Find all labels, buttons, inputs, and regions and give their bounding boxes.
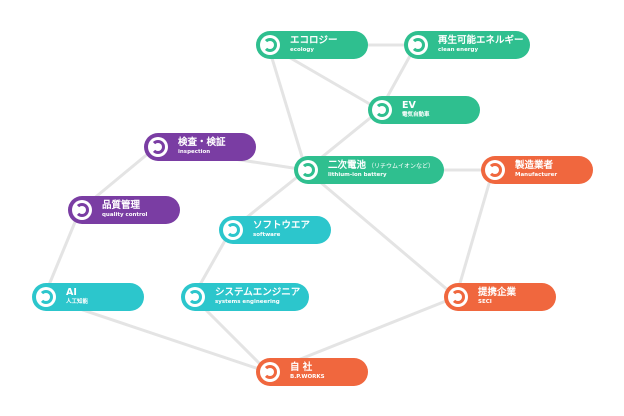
node-label: 提携企業 (478, 287, 517, 298)
ring-icon (36, 287, 56, 307)
node-label: 検査・検証 (178, 137, 226, 148)
node-label: 品質管理 (102, 200, 141, 211)
node-ai: AI 人工知能 (32, 283, 144, 311)
node-battery: 二次電池（リチウムイオンなど） lithium-ion battery (294, 156, 444, 184)
node-sublabel: B.P.WORKS (290, 374, 325, 380)
ring-icon (260, 362, 280, 382)
node-partner-company: 提携企業 SECI (444, 283, 556, 311)
edge-quality-ai (42, 208, 82, 299)
node-manufacturer: 製造業者 Manufacturer (481, 156, 593, 184)
ring-icon (223, 220, 243, 240)
node-sublabel: Manufacturer (515, 172, 558, 178)
node-ev: EV 電気自動車 (368, 96, 480, 124)
node-systems-engineering: システムエンジニア systems engineering (181, 283, 309, 311)
node-label: 製造業者 (515, 160, 554, 171)
ring-icon (260, 35, 280, 55)
node-label: ソフトウエア (253, 220, 311, 231)
node-sublabel: software (253, 232, 281, 238)
node-ecology: エコロジー ecology (256, 31, 368, 59)
node-label: 再生可能エネルギー (438, 35, 524, 46)
ring-icon (408, 35, 428, 55)
node-label: エコロジー (290, 35, 338, 46)
ring-icon (372, 100, 392, 120)
node-sublabel: 電気自動車 (402, 112, 430, 118)
node-sublabel: quality control (102, 212, 148, 218)
node-renewable-energy: 再生可能エネルギー clean energy (404, 31, 530, 59)
node-sublabel: inspection (178, 149, 211, 155)
node-sublabel: ecology (290, 47, 314, 53)
node-label: EV (402, 100, 416, 111)
ring-icon (485, 160, 505, 180)
ring-icon (448, 287, 468, 307)
node-sublabel: systems engineering (215, 299, 280, 305)
node-software: ソフトウエア software (219, 216, 331, 244)
edge-battery-partner (304, 168, 458, 299)
node-quality-control: 品質管理 quality control (68, 196, 180, 224)
edge-manufacturer-partner (454, 168, 495, 299)
node-sublabel: clean energy (438, 47, 479, 53)
ring-icon (148, 137, 168, 157)
node-label: システムエンジニア (215, 287, 301, 298)
ring-icon (298, 160, 318, 180)
edge-ecology-battery (266, 43, 308, 172)
node-label: 自 社 (290, 362, 313, 373)
node-sublabel: SECI (478, 299, 492, 305)
node-label: 二次電池（リチウムイオンなど） (328, 160, 435, 171)
ring-icon (185, 287, 205, 307)
node-label-note: （リチウムイオンなど） (368, 163, 435, 170)
node-inspection: 検査・検証 inspection (144, 133, 256, 161)
node-sublabel: 人工知能 (66, 299, 89, 305)
node-sublabel: lithium-ion battery (328, 172, 387, 178)
node-own-company: 自 社 B.P.WORKS (256, 358, 368, 386)
node-label: AI (66, 287, 77, 298)
ring-icon (72, 200, 92, 220)
